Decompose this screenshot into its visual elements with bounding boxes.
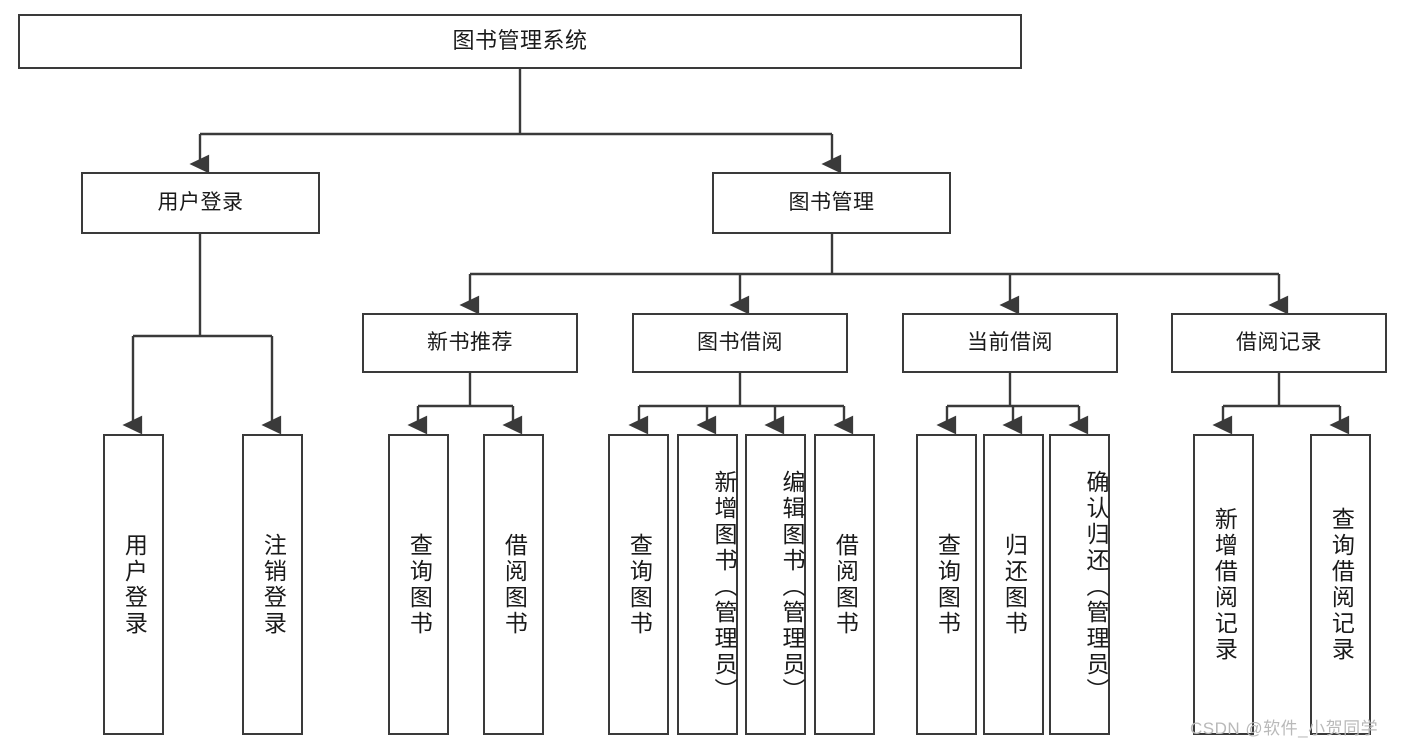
- node-label: 用户登录: [121, 532, 148, 637]
- leaf-borrow-query-book[interactable]: 查询图书: [608, 434, 669, 735]
- node-book-management[interactable]: 图书管理: [712, 172, 951, 234]
- leaf-borrow-add-book-admin[interactable]: 新增图书（管理员）: [677, 434, 738, 735]
- leaf-recommend-borrow-book[interactable]: 借阅图书: [483, 434, 544, 735]
- node-label: 新增借阅记录: [1211, 506, 1238, 663]
- node-label: 借阅图书: [501, 532, 528, 637]
- node-label: 图书借阅: [697, 331, 783, 355]
- node-new-book-recommend[interactable]: 新书推荐: [362, 313, 578, 373]
- node-label: 用户登录: [157, 191, 244, 215]
- node-current-borrow[interactable]: 当前借阅: [902, 313, 1118, 373]
- node-label: 图书管理: [788, 191, 875, 215]
- node-label: 新增图书（管理员）: [711, 469, 737, 704]
- leaf-user-login[interactable]: 用户登录: [103, 434, 164, 735]
- leaf-borrow-edit-book-admin[interactable]: 编辑图书（管理员）: [745, 434, 806, 735]
- node-label: 注销登录: [260, 532, 287, 637]
- node-label: 查询图书: [934, 532, 961, 637]
- leaf-current-confirm-return-admin[interactable]: 确认归还（管理员）: [1049, 434, 1110, 735]
- leaf-record-add-record[interactable]: 新增借阅记录: [1193, 434, 1254, 735]
- node-label: 新书推荐: [427, 331, 513, 355]
- node-borrow-record[interactable]: 借阅记录: [1171, 313, 1387, 373]
- leaf-record-query-record[interactable]: 查询借阅记录: [1310, 434, 1371, 735]
- leaf-current-return-book[interactable]: 归还图书: [983, 434, 1044, 735]
- leaf-recommend-query-book[interactable]: 查询图书: [388, 434, 449, 735]
- node-label: 借阅记录: [1236, 331, 1322, 355]
- node-label: 确认归还（管理员）: [1083, 469, 1109, 704]
- node-label: 借阅图书: [832, 532, 859, 637]
- watermark-text: CSDN @软件_小贺同学: [1190, 719, 1379, 738]
- leaf-current-query-book[interactable]: 查询图书: [916, 434, 977, 735]
- node-root-system[interactable]: 图书管理系统: [18, 14, 1022, 69]
- leaf-borrow-borrow-book[interactable]: 借阅图书: [814, 434, 875, 735]
- node-label: 查询借阅记录: [1328, 506, 1355, 663]
- node-label: 编辑图书（管理员）: [779, 469, 805, 704]
- node-label: 查询图书: [406, 532, 433, 637]
- node-user-login[interactable]: 用户登录: [81, 172, 320, 234]
- node-label: 图书管理系统: [452, 28, 588, 54]
- node-label: 归还图书: [1001, 532, 1028, 637]
- node-book-borrow[interactable]: 图书借阅: [632, 313, 848, 373]
- leaf-user-logout[interactable]: 注销登录: [242, 434, 303, 735]
- node-label: 查询图书: [626, 532, 653, 637]
- node-label: 当前借阅: [967, 331, 1053, 355]
